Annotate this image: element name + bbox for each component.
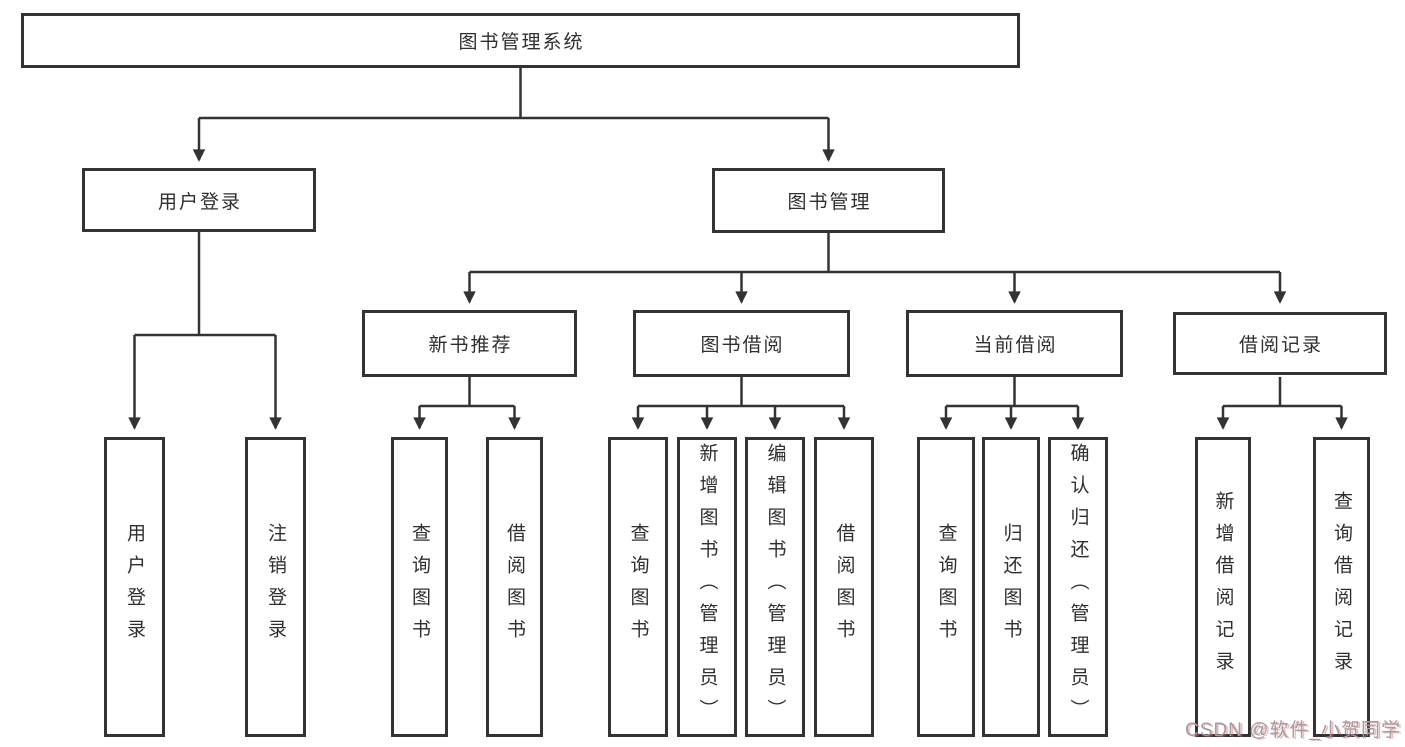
leaf-user-login: 用户登录 <box>104 437 165 737</box>
leaf-query-book-recommend: 查询图书 <box>391 437 448 737</box>
leaf-add-book-admin: 新增图书（管理员） <box>677 437 737 737</box>
leaf-add-borrow-record: 新增借阅记录 <box>1195 437 1251 737</box>
leaf-logout-login: 注销登录 <box>245 437 306 737</box>
leaf-borrow-book-recommend: 借阅图书 <box>486 437 543 737</box>
node-current-borrow: 当前借阅 <box>906 310 1123 377</box>
leaf-edit-book-admin: 编辑图书（管理员） <box>745 437 805 737</box>
leaf-return-book: 归还图书 <box>982 437 1040 737</box>
node-new-book-recommend: 新书推荐 <box>362 310 577 377</box>
node-user-login: 用户登录 <box>82 168 316 232</box>
leaf-borrow-book: 借阅图书 <box>814 437 874 737</box>
node-book-management: 图书管理 <box>712 168 945 233</box>
node-library-management-system: 图书管理系统 <box>21 13 1020 68</box>
node-borrow-records: 借阅记录 <box>1173 312 1387 375</box>
leaf-query-book-current: 查询图书 <box>917 437 975 737</box>
leaf-confirm-return-admin: 确认归还（管理员） <box>1048 437 1108 737</box>
leaf-query-book-borrow: 查询图书 <box>608 437 668 737</box>
leaf-query-borrow-record: 查询借阅记录 <box>1313 437 1370 737</box>
csdn-watermark: CSDN @软件_小贺同学 <box>1185 720 1401 741</box>
node-book-borrow: 图书借阅 <box>633 310 850 377</box>
